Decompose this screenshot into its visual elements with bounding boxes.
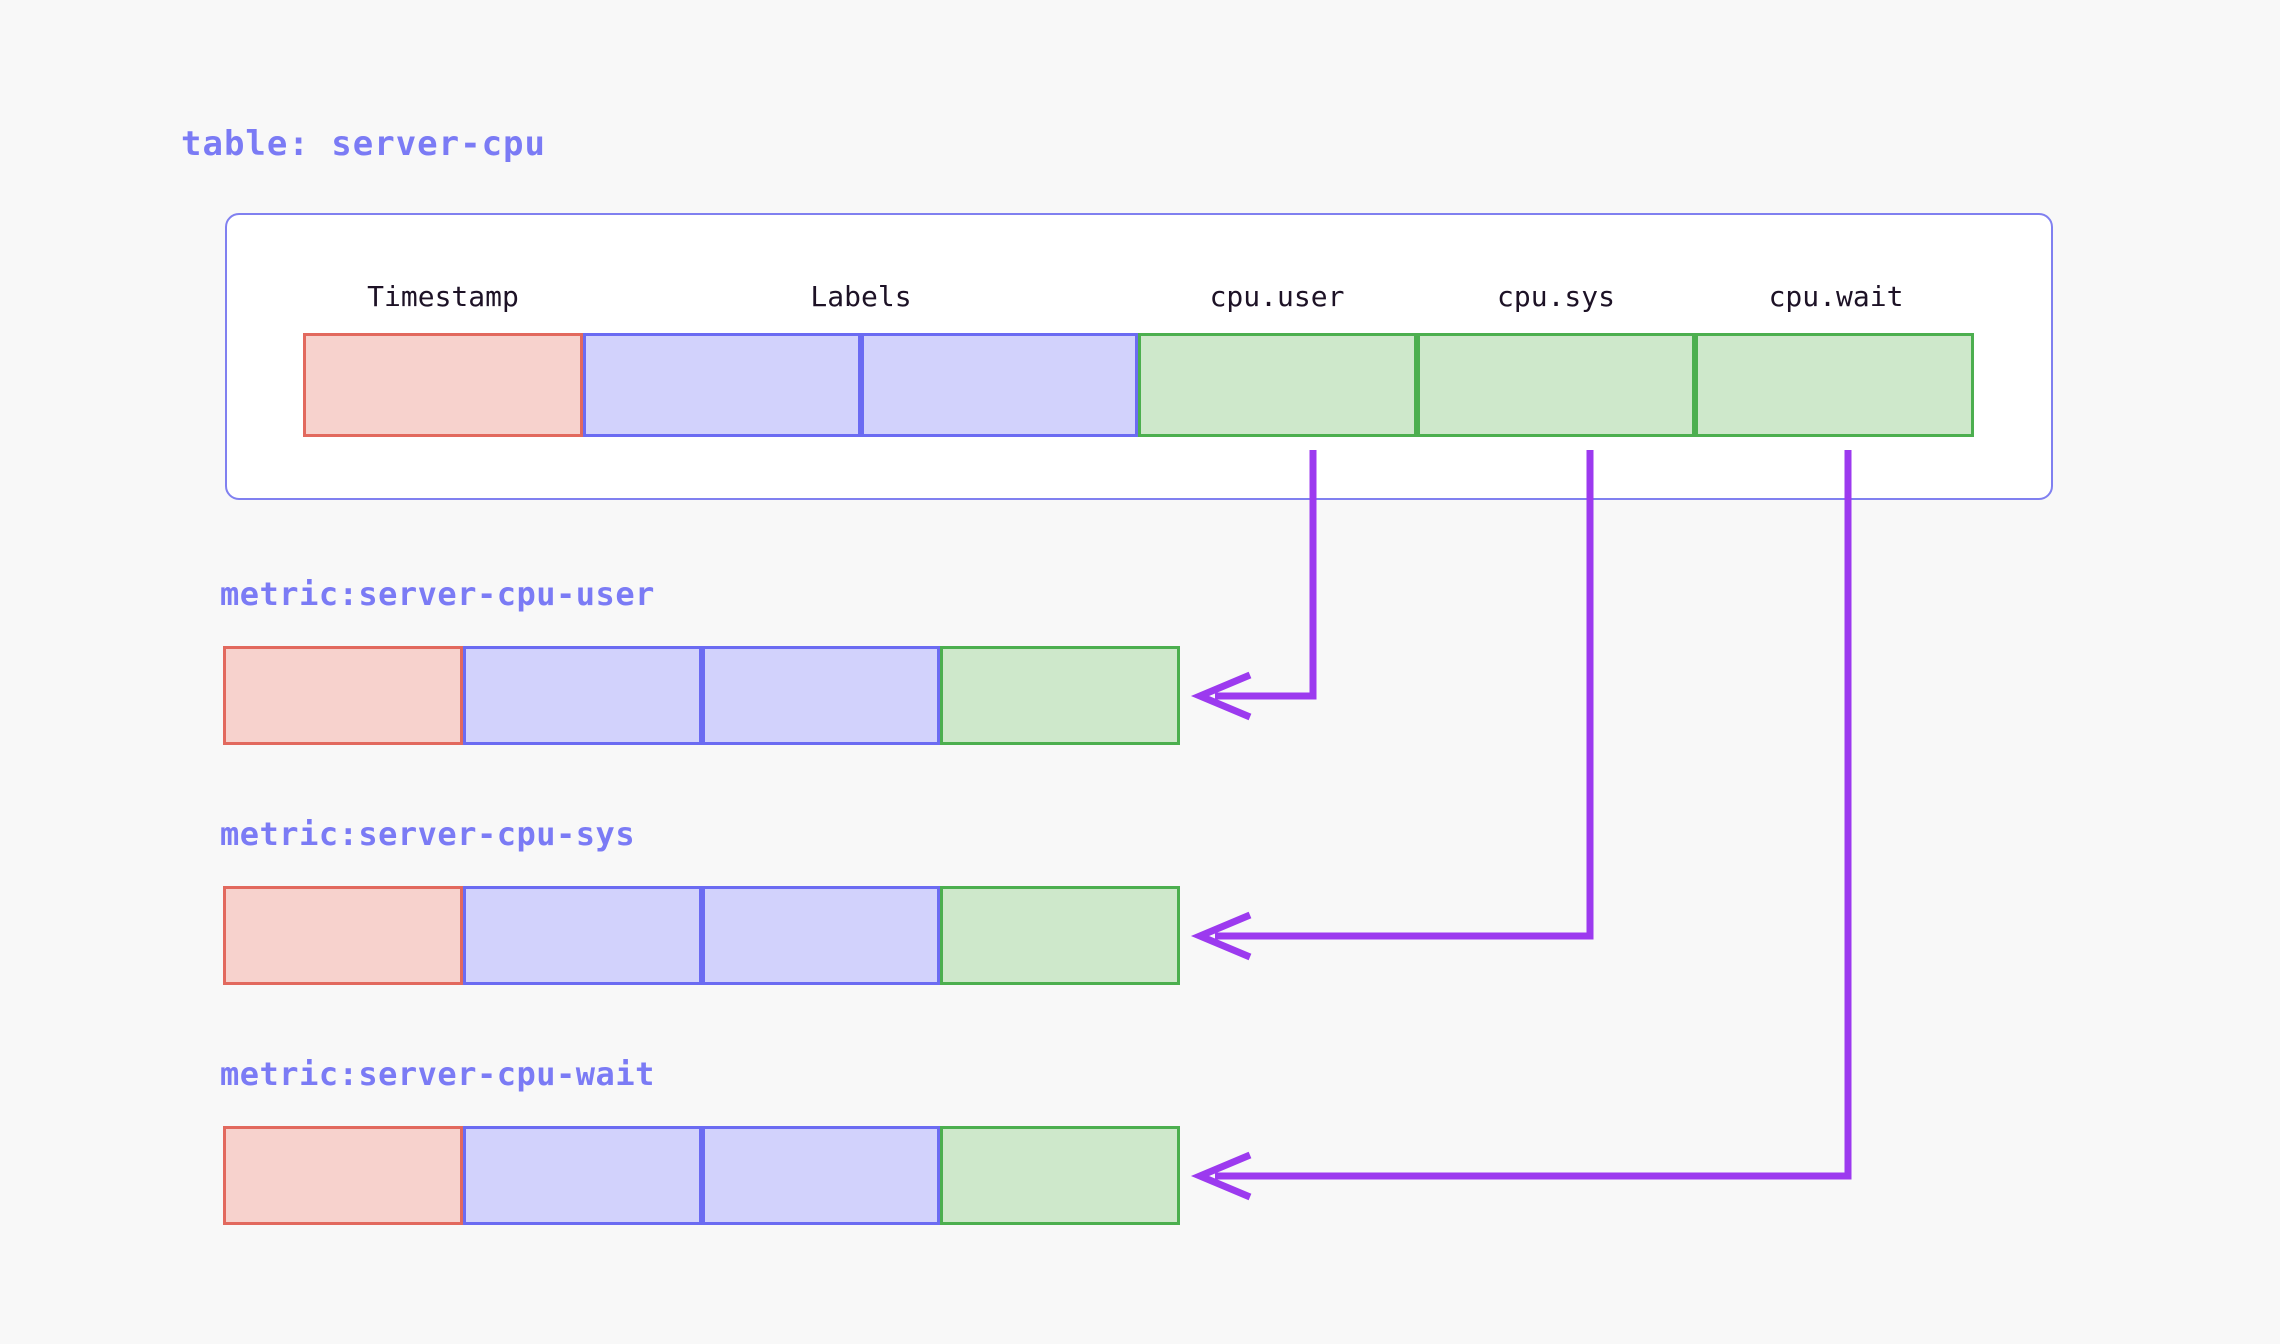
metric-sys-cell-timestamp[interactable] [223, 886, 463, 985]
column-header-cpu-wait: cpu.wait [1768, 280, 1904, 313]
column-header-labels: Labels [810, 280, 912, 313]
table-cell-cpu-user[interactable] [1138, 333, 1417, 437]
metric-user-cell-timestamp[interactable] [223, 646, 463, 745]
metric-user-cell-value[interactable] [940, 646, 1180, 745]
table-cell-label-2[interactable] [861, 333, 1138, 437]
table-cell-label-1[interactable] [583, 333, 861, 437]
metric-title-server-cpu-wait: metric:server-cpu-wait [220, 1055, 655, 1093]
connector-arrow-cpu-wait [1190, 450, 1852, 1201]
metric-sys-cell-label-2[interactable] [702, 886, 940, 985]
connector-arrow-cpu-sys [1190, 450, 1594, 961]
metric-user-cell-label-1[interactable] [463, 646, 702, 745]
table-cell-cpu-wait[interactable] [1695, 333, 1974, 437]
metric-title-server-cpu-sys: metric:server-cpu-sys [220, 815, 636, 853]
table-title: table: server-cpu [181, 124, 546, 164]
table-cell-cpu-sys[interactable] [1417, 333, 1695, 437]
metric-title-server-cpu-user: metric:server-cpu-user [220, 575, 655, 613]
column-header-cpu-sys: cpu.sys [1496, 280, 1616, 313]
column-header-cpu-user: cpu.user [1209, 280, 1345, 313]
metric-wait-cell-value[interactable] [940, 1126, 1180, 1225]
metric-user-cell-label-2[interactable] [702, 646, 940, 745]
metric-sys-cell-label-1[interactable] [463, 886, 702, 985]
column-header-timestamp: Timestamp [367, 280, 519, 313]
metric-wait-cell-timestamp[interactable] [223, 1126, 463, 1225]
table-cell-timestamp[interactable] [303, 333, 583, 437]
metric-wait-cell-label-2[interactable] [702, 1126, 940, 1225]
metric-wait-cell-label-1[interactable] [463, 1126, 702, 1225]
metric-sys-cell-value[interactable] [940, 886, 1180, 985]
